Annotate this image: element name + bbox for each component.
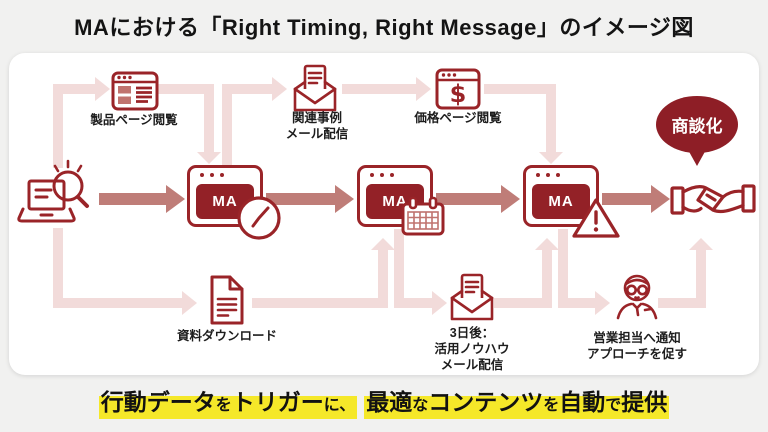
path-product-to-ma1 (158, 84, 214, 94)
path-nurture-to-ma3 (542, 250, 552, 308)
browser-page-icon (111, 71, 159, 111)
label-product-page: 製品ページ閲覧 (90, 113, 178, 127)
path-ma1-to-casemail (222, 84, 272, 94)
arrowhead-to-ma1 (197, 152, 221, 164)
caption-phrase: 最適なコンテンツを自動で提供 (364, 383, 670, 419)
label-price-page: 価格ページ閲覧 (414, 111, 502, 125)
warning-icon (572, 198, 620, 238)
caption: 行動データをトリガーに、最適なコンテンツを自動で提供 (0, 383, 768, 419)
path-product-to-ma1 (204, 84, 214, 152)
path-ma3-to-sales (558, 229, 568, 308)
path-ma2-to-nurture (394, 229, 404, 308)
arrowhead-to-price (416, 77, 431, 101)
handshake-icon (670, 184, 756, 215)
deal-bubble-tail (687, 148, 707, 166)
arrowhead-to-ma3 (539, 152, 563, 164)
mail-open-icon (450, 273, 494, 321)
path-laptop-down (53, 228, 63, 308)
label-nurture-mail: 3日後：活用ノウハウメール配信 (434, 326, 510, 372)
arrowhead-to-ma3-bottom (535, 238, 559, 250)
arrowhead-to-product-page (95, 77, 110, 101)
arrow-ma1-to-ma2 (266, 185, 354, 213)
label-sales-notify: 営業担当へ通知アプローチを促す (586, 331, 687, 361)
svg-text:$: $ (450, 80, 467, 108)
path-price-to-ma3 (484, 84, 552, 94)
label-case-mail: 関連事例メール配信 (285, 111, 349, 141)
mail-open-icon (293, 64, 337, 112)
path-sales-to-deal (658, 298, 702, 308)
window-dots-icon (370, 173, 394, 177)
page-title: MAにおける「Right Timing, Right Message」のイメージ… (74, 15, 694, 40)
laptop-search-icon (17, 159, 89, 223)
calendar-icon (401, 196, 445, 236)
path-ma3-to-sales (558, 298, 595, 308)
label-download: 資料ダウンロード (176, 329, 277, 343)
ma-panel: MA (532, 184, 590, 219)
path-ma2-to-nurture (394, 298, 432, 308)
deal-bubble: 商談化 (656, 96, 738, 153)
path-casemail-to-price (342, 84, 416, 94)
sales-person-icon (616, 274, 658, 320)
arrowhead-to-casemail (272, 77, 287, 101)
window-dots-icon (536, 173, 560, 177)
window-dots-icon (200, 173, 224, 177)
caption-phrase: 行動データをトリガーに、 (98, 383, 358, 419)
arrowhead-to-ma2 (371, 238, 395, 250)
path-sales-to-deal (696, 250, 706, 308)
path-laptop-up (53, 84, 95, 94)
arrowhead-to-nurture (432, 291, 447, 315)
path-download-to-ma2 (378, 250, 388, 308)
clock-icon (237, 196, 281, 240)
arrow-ma3-to-deal (602, 185, 670, 213)
path-laptop-up (53, 86, 63, 168)
path-laptop-down (53, 298, 182, 308)
path-nurture-to-ma3 (494, 298, 546, 308)
path-download-to-ma2 (252, 298, 388, 308)
arrowhead-to-download (182, 291, 197, 315)
arrow-visitor-to-ma1 (99, 185, 185, 213)
path-price-to-ma3 (546, 84, 556, 152)
arrowhead-to-sales (595, 291, 610, 315)
arrowhead-to-deal (689, 238, 713, 250)
document-icon (210, 275, 244, 325)
dollar-page-icon: $ (435, 68, 481, 110)
arrow-ma2-to-ma3 (436, 185, 520, 213)
path-ma1-to-casemail (222, 94, 232, 165)
